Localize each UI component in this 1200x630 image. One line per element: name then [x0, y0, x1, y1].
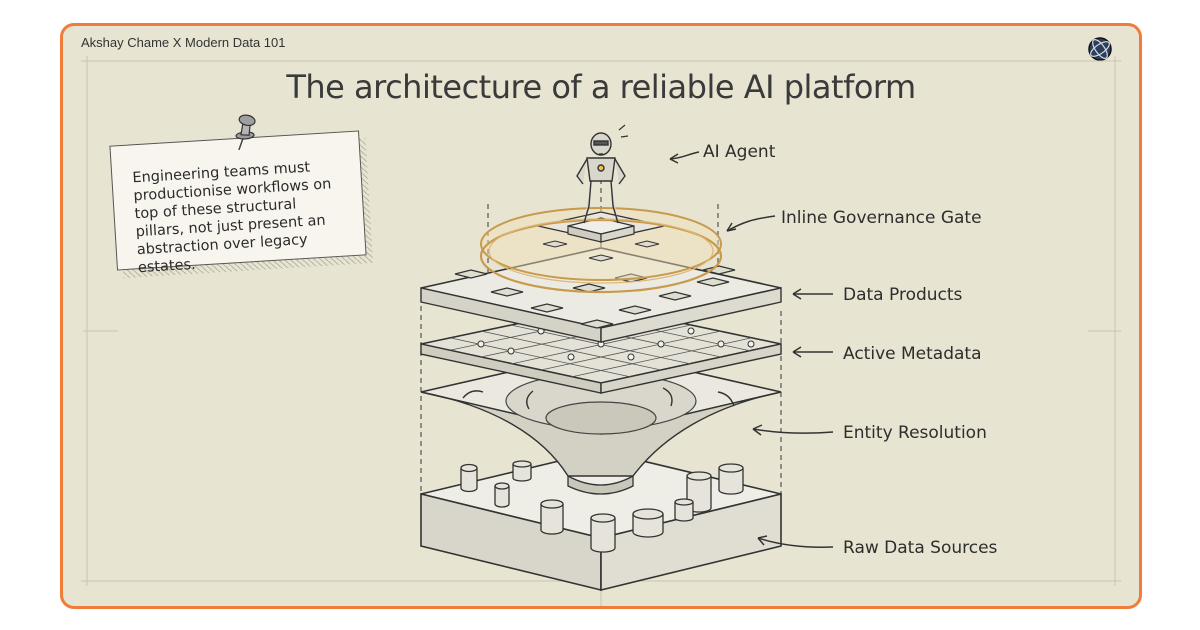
label-inline-governance-gate: Inline Governance Gate [781, 208, 982, 228]
label-entity-resolution: Entity Resolution [843, 423, 987, 443]
robot-sparkle [618, 124, 629, 138]
page-title: The architecture of a reliable AI platfo… [286, 68, 916, 106]
globe-logo-icon [1088, 37, 1112, 61]
swirl-arrows [462, 387, 735, 410]
slide-card: Akshay Chame X Modern Data 101 The archi… [60, 23, 1142, 609]
active-metadata-layer [420, 305, 782, 394]
architecture-diagram: AI Agent Inline Governance Gate Data Pro… [81, 56, 1121, 606]
robot-icon [576, 132, 626, 224]
label-raw-data-sources: Raw Data Sources [843, 538, 998, 558]
governance-gate-layer [479, 207, 723, 294]
database-cylinders [460, 460, 744, 553]
attribution-text: Akshay Chame X Modern Data 101 [81, 35, 286, 50]
label-active-metadata: Active Metadata [843, 344, 982, 364]
label-data-products: Data Products [843, 285, 963, 305]
label-arrows [669, 151, 834, 548]
pedestal-blocks [542, 240, 660, 262]
pushpin-icon [235, 114, 256, 151]
sticky-note: Engineering teams must productionise wor… [109, 114, 374, 279]
label-ai-agent: AI Agent [703, 142, 776, 162]
